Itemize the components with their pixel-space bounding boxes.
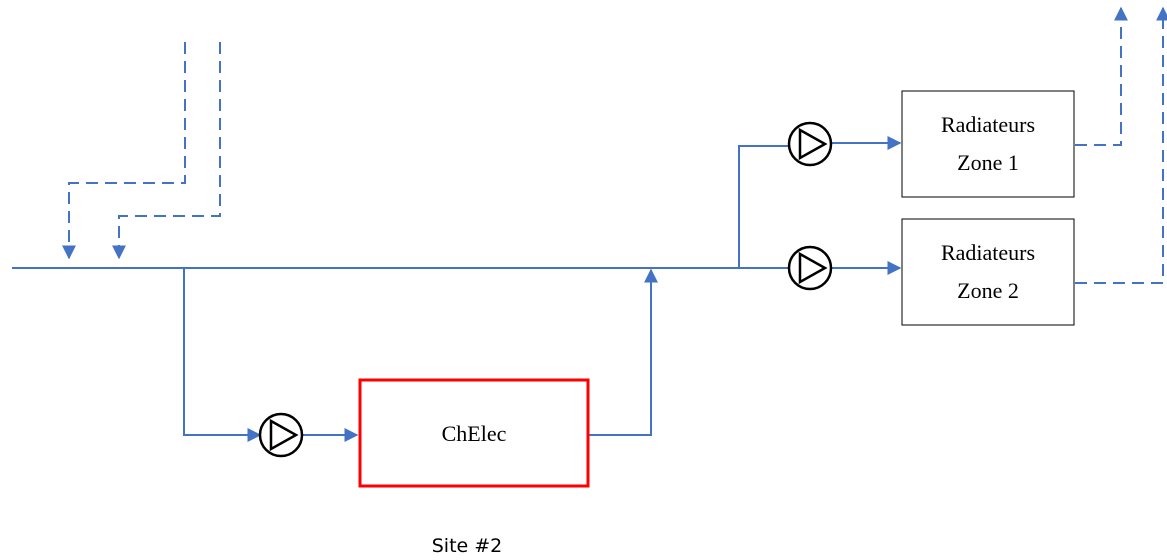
zone2-label-line1: Radiateurs	[941, 240, 1035, 265]
radiator-zone2-box: Radiateurs Zone 2	[901, 218, 1075, 326]
radiator-zone1-box: Radiateurs Zone 1	[901, 90, 1075, 198]
zone1-label-line2: Zone 1	[957, 150, 1019, 175]
site-caption: Site #2	[432, 535, 503, 557]
dashed-inlet-pipe-2	[112, 42, 221, 260]
pump-icon	[258, 412, 304, 458]
zone1-label-line1: Radiateurs	[941, 112, 1035, 137]
dashed-outlet-pipe-2	[1075, 6, 1167, 284]
dashed-outlet-pipe-1	[1075, 6, 1128, 146]
zone1-branch-pipe	[738, 145, 789, 268]
chelec-label: ChElec	[442, 421, 507, 446]
pump-icon	[787, 245, 833, 291]
pump-icon	[787, 121, 833, 167]
chelec-box: ChElec	[358, 378, 590, 488]
solid-pipes	[12, 136, 902, 442]
chelec-return-pipe	[589, 268, 658, 436]
dashed-outlet-pipes	[1075, 6, 1167, 284]
chelec-supply-pipe	[183, 268, 262, 442]
dashed-inlet-pipes	[62, 42, 221, 260]
dashed-inlet-pipe-1	[62, 42, 186, 260]
zone2-label-line2: Zone 2	[957, 278, 1019, 303]
